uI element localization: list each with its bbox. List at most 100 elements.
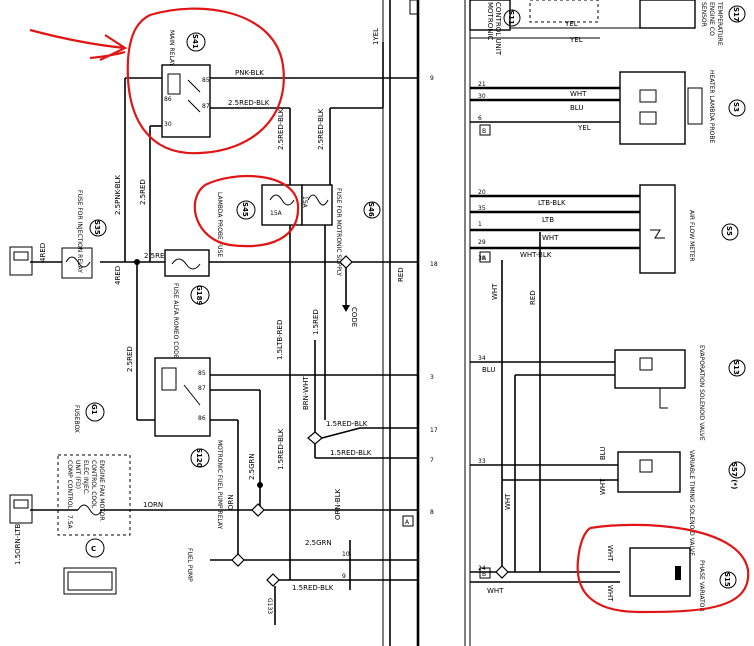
air-flow-meter-code: S5 <box>725 226 733 236</box>
annotation-circle-lambda-fuse <box>193 175 300 248</box>
red-blk-label-1: 2.5RED-BLK <box>228 99 270 107</box>
svg-text:6: 6 <box>478 115 482 122</box>
fuel-pump-relay-box <box>154 357 211 437</box>
orn-blk-label: ORN-BLK <box>334 488 342 520</box>
red25-horiz: 2.5RED <box>144 252 170 260</box>
red15-vert: 1.5RED <box>312 309 320 335</box>
annotation-circle-phase-variator <box>576 523 750 614</box>
wht-label-afm: WHT <box>542 234 559 242</box>
fuel-pump-label: FUEL PUMP <box>186 548 193 582</box>
alfa-fuse-name: FUSE ALFA ROMEO CODE <box>172 283 179 359</box>
evap-valve-name: EVAPORATION SOLENOID VALVE <box>698 345 705 441</box>
alfa-fuse-code: G189 <box>195 285 203 305</box>
motronic-supply-fuse-name: FUSE FOR MOTRONIC SUPPLY <box>335 188 342 276</box>
red25-vert-2: 2.5RED <box>126 346 134 372</box>
yel-label-heater: YEL <box>577 124 591 132</box>
wht-vert-pv-2: WHT <box>606 585 614 602</box>
svg-text:30: 30 <box>478 255 486 262</box>
red-blk-15-d: 1.5RED-BLK <box>292 584 334 592</box>
ltb-label: LTB <box>542 216 554 224</box>
pnk-blk-label: PNK-BLK <box>235 69 264 77</box>
red-blk-15-a: 1.5RED-BLK <box>326 420 368 428</box>
heater-lambda-code: S3 <box>732 102 740 112</box>
alfa-fuse-box <box>164 249 210 277</box>
sensor-label-3: TEMPERATURE <box>716 1 723 46</box>
svg-text:21: 21 <box>478 81 486 88</box>
red-blk-15-vert: 1.5RED-BLK <box>277 428 285 470</box>
svg-text:ELEC INJEC.: ELEC INJEC. <box>82 460 89 495</box>
svg-text:1: 1 <box>478 221 482 228</box>
red4-label: 4RED <box>39 243 47 262</box>
fuel-pump-relay-code: S120 <box>195 448 203 468</box>
fusebox-dashed <box>57 454 131 536</box>
grn25-vert: 2.5GRN <box>248 453 256 480</box>
injection-fuse-code: S35 <box>93 220 101 235</box>
orn-vert: ORN <box>227 494 235 510</box>
svg-text:15A: 15A <box>301 196 308 209</box>
injection-fuse-name: FUSE FOR INJECTION RELAY <box>76 190 83 273</box>
heater-lambda-box <box>619 71 686 145</box>
svg-text:B: B <box>482 571 486 578</box>
svg-text:29: 29 <box>478 239 486 246</box>
svg-text:B: B <box>482 128 486 135</box>
ltb-red-vert: 1.5LTB-RED <box>276 320 284 360</box>
evap-valve-box <box>614 349 686 389</box>
svg-text:UNIT (FD): UNIT (FD) <box>74 460 81 489</box>
motronic-supply-fuse-box <box>301 184 333 226</box>
svg-text:86: 86 <box>164 96 172 103</box>
motronic-unit-label: MOTRONIC <box>486 2 494 40</box>
svg-text:30: 30 <box>478 93 486 100</box>
lambda-fuse-box <box>261 184 303 226</box>
s11-code: S11 <box>507 10 515 25</box>
main-relay-code: S41 <box>191 34 199 49</box>
phase-variator-code: S15 <box>723 572 731 587</box>
evap-valve-code: S13 <box>732 360 740 375</box>
svg-text:87: 87 <box>202 103 210 110</box>
red-vert-right: RED <box>529 290 537 305</box>
svg-text:85: 85 <box>198 370 206 377</box>
red-blk-15-b: 1.5RED-BLK <box>330 449 372 457</box>
svg-text:20: 20 <box>478 189 486 196</box>
fusebox-name: FUSEBOX <box>73 405 80 433</box>
grn25-horiz: 2.5GRN <box>305 539 332 547</box>
pin-7: 7 <box>430 457 434 464</box>
motronic-unit-label-2: CONTROL UNIT <box>494 2 502 56</box>
ltb-blk-label: LTB-BLK <box>538 199 566 207</box>
pnk-blk-vert: 2.5PNK-BLK <box>114 175 122 215</box>
lambda-fuse-code: S45 <box>241 202 249 217</box>
yel-label-top-2: YEL <box>569 36 583 44</box>
svg-text:CONTROL COOL: CONTROL COOL <box>90 460 97 509</box>
lambda-probe-body <box>687 87 703 125</box>
wht-label-heater: WHT <box>570 90 587 98</box>
brn-wht-label: BRN-WHT <box>302 376 310 410</box>
svg-text:85: 85 <box>202 77 210 84</box>
orn-ltb-label: 1.5ORN-LTB <box>14 524 22 565</box>
red-blk-vert-1: 2.5RED-BLK <box>277 108 285 150</box>
svg-text:34: 34 <box>478 355 486 362</box>
fuel-pump-relay-name: MOTRONIC FUEL PUMP RELAY <box>216 440 223 529</box>
injection-fuse-box <box>61 247 93 279</box>
heater-lambda-name: HEATER LAMBDA PROBE <box>708 70 715 144</box>
fusebox-code: G1 <box>90 404 98 415</box>
fuse-block-icon <box>63 567 117 595</box>
yel1-label: 1YEL <box>372 28 380 45</box>
blu-label-vt: BLU <box>599 447 607 460</box>
blu-label-heater: BLU <box>570 104 583 112</box>
red-blk-vert-2: 2.5RED-BLK <box>317 108 325 150</box>
svg-text:COMP CONTROL: COMP CONTROL <box>66 460 73 510</box>
connector-c: C <box>91 545 96 553</box>
sensor-label-1: SENSOR <box>700 2 707 27</box>
motronic-supply-code: S46 <box>367 202 375 217</box>
svg-text:87: 87 <box>198 385 206 392</box>
sensor-label-2: ENGINE CO <box>708 2 715 36</box>
main-relay-box <box>161 64 211 138</box>
blu-label-evap: BLU <box>482 366 495 374</box>
wht-vert-1: WHT <box>491 283 499 300</box>
pin-10: 10 <box>342 551 350 558</box>
annotation-arrow <box>29 28 128 61</box>
pin-9-bottom: 9 <box>342 573 346 580</box>
pin-8: 8 <box>430 509 434 516</box>
svg-text:ENGINE FAN MOTOR: ENGINE FAN MOTOR <box>98 460 105 521</box>
lambda-fuse-name: LAMBDA PROBE FUSE <box>216 192 223 257</box>
